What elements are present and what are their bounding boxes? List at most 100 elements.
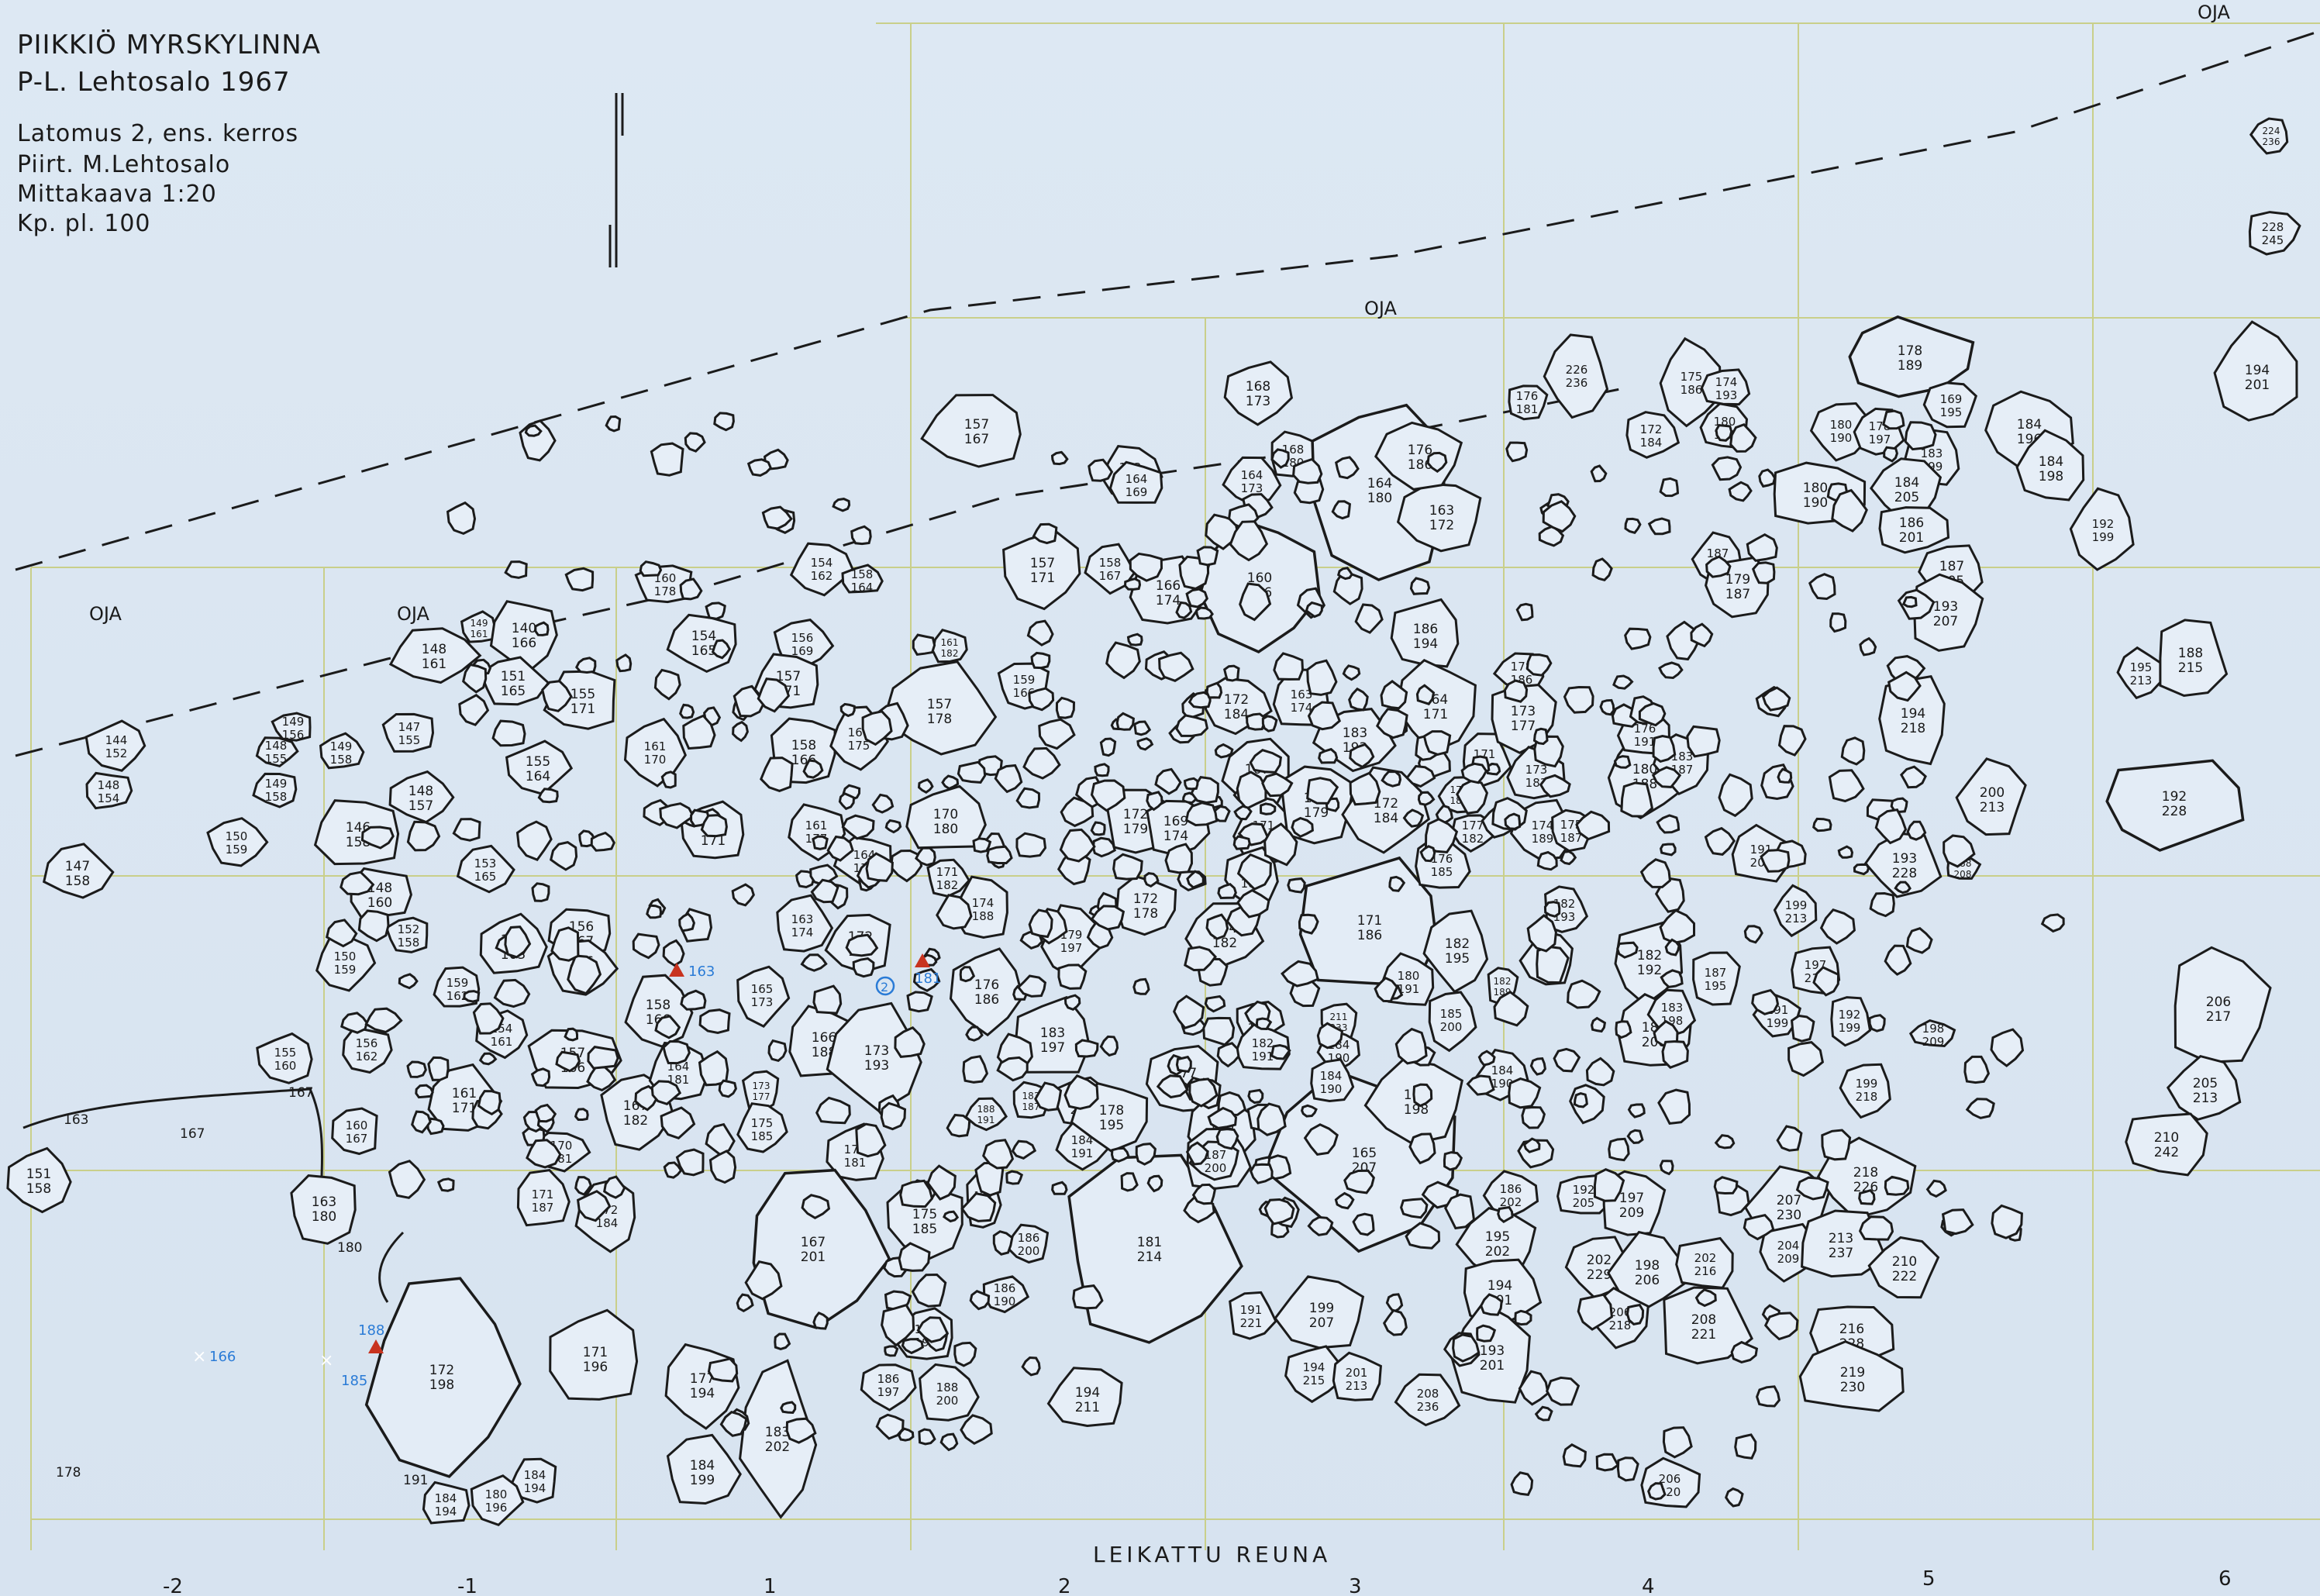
small-stone xyxy=(1990,1028,2025,1067)
stone-top-level: 180 xyxy=(1830,418,1853,432)
small-stone xyxy=(1874,808,1908,845)
site-title: PIIKKIÖ MYRSKYLINNA xyxy=(17,29,322,60)
small-stone xyxy=(1868,1014,1886,1032)
stone-bottom-level: 200 xyxy=(1018,1244,1040,1258)
small-stone xyxy=(1332,570,1363,605)
stone-bottom-level: 198 xyxy=(429,1377,454,1393)
stone-top-level: 184 xyxy=(2017,417,2042,433)
small-stone xyxy=(680,989,707,1011)
small-stone xyxy=(415,1084,434,1099)
stone-top-level: 172 xyxy=(1123,807,1148,822)
stone-outline xyxy=(1284,1345,1344,1404)
small-stone xyxy=(941,774,960,791)
stone-outline xyxy=(319,732,365,770)
stone-bottom-level: 177 xyxy=(753,1091,770,1102)
small-stone xyxy=(1522,1137,1541,1153)
stone-top-level: 202 xyxy=(1694,1251,1717,1265)
small-stone xyxy=(965,1026,984,1042)
stone-top-level: 206 xyxy=(1659,1472,1681,1486)
stone-outline xyxy=(1848,315,1975,398)
small-stone xyxy=(1503,679,1529,703)
small-stone xyxy=(1612,674,1634,690)
stone-bottom-level: 199 xyxy=(1767,1016,1789,1030)
small-stone xyxy=(1126,633,1143,646)
small-stone xyxy=(574,1176,592,1196)
stone-bottom-level: 179 xyxy=(1304,805,1329,821)
stone-outline xyxy=(1659,336,1722,428)
stone-outline xyxy=(1663,1286,1753,1365)
small-stone xyxy=(1381,770,1402,788)
small-stone xyxy=(1620,781,1654,818)
ditch-edge-upper xyxy=(15,29,2320,571)
stone-outline xyxy=(1229,1291,1277,1340)
small-stone xyxy=(1060,796,1095,828)
small-stone xyxy=(1405,764,1436,788)
stone-bottom-level: 196 xyxy=(485,1501,508,1515)
small-stone xyxy=(576,1190,612,1222)
stone-bottom-level: 171 xyxy=(571,701,595,717)
small-stone xyxy=(1261,715,1278,733)
small-stone xyxy=(1259,802,1277,815)
small-stone xyxy=(1497,1205,1514,1224)
small-stone xyxy=(1730,1340,1759,1363)
small-stone xyxy=(767,1039,788,1063)
small-stone xyxy=(986,845,1013,864)
small-stone xyxy=(1419,845,1436,863)
small-stone xyxy=(899,1179,934,1208)
small-stone xyxy=(1038,718,1076,750)
stone-outline xyxy=(1955,757,2027,836)
small-stone xyxy=(1249,749,1283,774)
small-stone xyxy=(972,837,992,853)
stone-bottom-level: 165 xyxy=(474,870,497,884)
small-stone xyxy=(1422,730,1452,756)
small-stone xyxy=(426,1117,445,1136)
small-stone xyxy=(1233,805,1253,821)
small-stone xyxy=(1460,762,1488,784)
stone-outline xyxy=(789,542,855,597)
stone-top-level: 200 xyxy=(1980,785,2005,801)
small-stone xyxy=(1354,603,1384,634)
small-stone xyxy=(632,932,660,960)
small-stone xyxy=(1905,927,1933,954)
small-stone xyxy=(1028,908,1053,939)
stone-outline xyxy=(666,1433,742,1505)
small-stone xyxy=(845,933,879,957)
small-stone xyxy=(534,621,550,636)
stone-top-level: 166 xyxy=(1156,578,1181,594)
stone-outline xyxy=(1625,411,1681,459)
stone-bottom-level: 199 xyxy=(2092,530,2115,544)
small-stone xyxy=(1146,791,1163,812)
small-stone xyxy=(1590,464,1608,483)
small-stone xyxy=(1352,1212,1375,1236)
small-stone xyxy=(653,668,681,701)
small-stone xyxy=(679,703,695,719)
small-stone xyxy=(1110,1146,1130,1163)
stone-outline xyxy=(315,935,377,992)
grid-axis-label: 3 xyxy=(1349,1575,1362,1596)
stone-top-level: 161 xyxy=(941,637,959,648)
small-stone xyxy=(1216,1042,1240,1068)
stone-bottom-level: 186 xyxy=(974,992,999,1008)
stone-bottom-level: 155 xyxy=(265,752,288,766)
small-stone xyxy=(1884,1175,1910,1196)
small-stone xyxy=(1205,913,1229,940)
plate-label: Kp. pl. 100 xyxy=(17,210,151,237)
stone-outline xyxy=(2116,646,2165,700)
grid-axis-label: 5 xyxy=(1922,1567,1936,1591)
small-stone xyxy=(1188,1077,1219,1108)
